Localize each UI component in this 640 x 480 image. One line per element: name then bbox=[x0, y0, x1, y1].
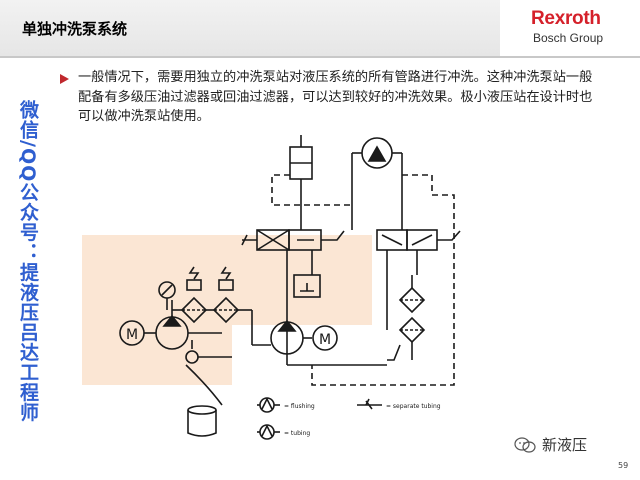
hydraulic-cylinder-icon bbox=[289, 135, 313, 195]
directional-valve-right-icon bbox=[376, 229, 461, 251]
legend: = flushing = tubing = separate tubing bbox=[257, 397, 441, 440]
bosch-group-label: Bosch Group bbox=[533, 31, 604, 45]
brand-name: 新液压 bbox=[542, 436, 588, 454]
directional-valve-left-icon bbox=[241, 229, 345, 251]
main-pump-icon bbox=[270, 319, 312, 355]
wechat-brand: 新液压 bbox=[514, 434, 587, 455]
pressure-gauge-icon bbox=[158, 281, 176, 310]
slide-title: 单独冲洗泵系统 bbox=[22, 20, 128, 38]
wechat-icon bbox=[514, 436, 536, 453]
bullet-arrow-icon bbox=[60, 74, 69, 84]
svg-text:M: M bbox=[126, 327, 138, 343]
rexroth-logo: Rexroth bbox=[531, 8, 601, 29]
legend-separate-tubing: = separate tubing bbox=[386, 403, 441, 410]
hydraulic-motor-icon bbox=[351, 137, 403, 230]
header-divider bbox=[0, 56, 640, 58]
logo-area bbox=[500, 0, 640, 56]
svg-text:M: M bbox=[319, 332, 331, 348]
electric-motor-right-icon: M bbox=[312, 325, 338, 351]
flushing-tank-icon bbox=[187, 405, 217, 437]
pressure-valve-icon bbox=[293, 274, 321, 298]
body-paragraph: 一般情况下，需要用独立的冲洗泵站对液压系统的所有管路进行冲洗。这种冲洗泵站一般配… bbox=[78, 70, 593, 124]
return-filter-icon bbox=[387, 275, 426, 361]
page-number: 59 bbox=[618, 461, 629, 470]
legend-tubing: = tubing bbox=[284, 430, 310, 437]
electric-motor-left-icon: M bbox=[119, 320, 156, 346]
legend-flushing: = flushing bbox=[284, 403, 315, 410]
separate-tubing-line bbox=[311, 174, 455, 386]
hydraulic-schematic: M M bbox=[82, 135, 461, 440]
flushing-pump-icon bbox=[155, 300, 222, 350]
watermark-text: 微信/QQ公众号：提液压吕达工程师 bbox=[17, 100, 39, 423]
suction-check-valve-icon bbox=[185, 340, 232, 406]
